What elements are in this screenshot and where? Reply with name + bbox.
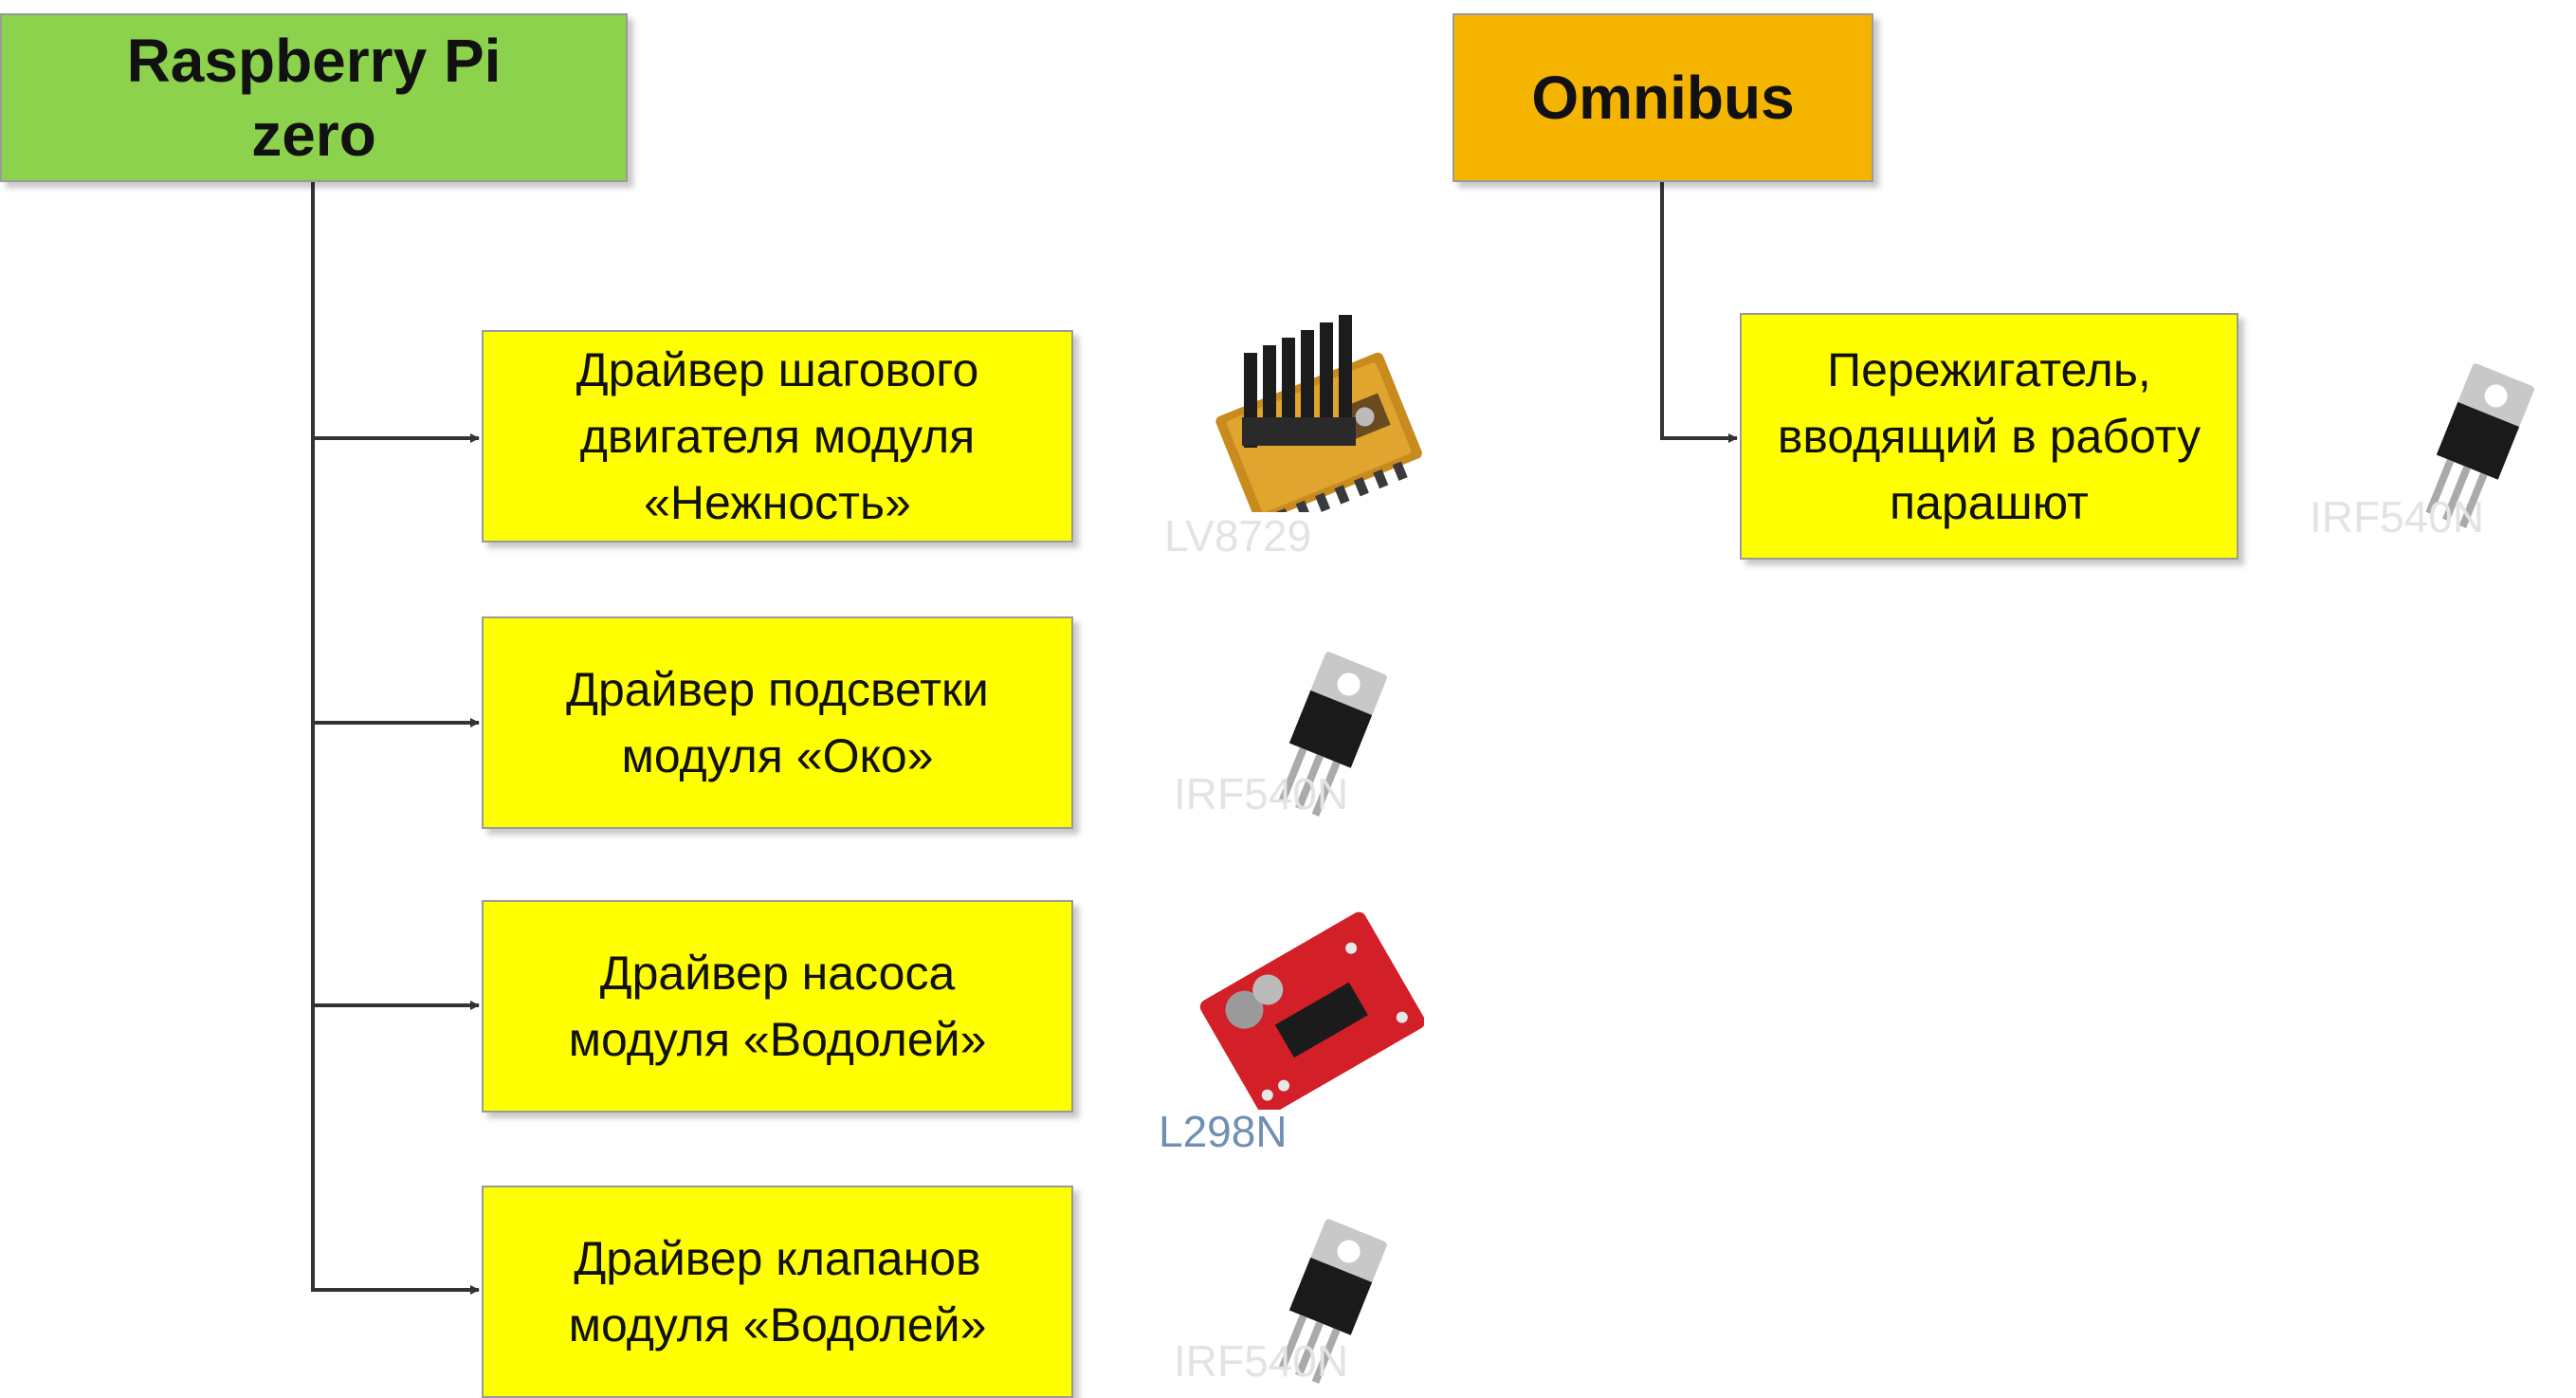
driver-label: Драйвер подсветки модуля «Око» bbox=[566, 663, 989, 782]
driver-box-burner: Пережигатель, вводящий в работу парашют bbox=[1740, 313, 2238, 560]
driver-box-pump: Драйвер насоса модуля «Водолей» bbox=[482, 900, 1073, 1113]
driver-label: Драйвер насоса модуля «Водолей» bbox=[568, 947, 987, 1066]
motor-driver-board-icon bbox=[1199, 911, 1424, 1110]
component-label-irf540n: IRF540N bbox=[2310, 492, 2485, 542]
driver-label: Драйвер шагового двигателя модуля «Нежно… bbox=[575, 343, 979, 529]
connector-arrow-5 bbox=[1660, 182, 1738, 443]
component-label-lv8729: LV8729 bbox=[1164, 511, 1312, 561]
driver-box-valves: Драйвер клапанов модуля «Водолей» bbox=[482, 1186, 1073, 1398]
driver-box-stepper: Драйвер шагового двигателя модуля «Нежно… bbox=[482, 330, 1073, 543]
raspberry-pi-zero-title: Raspberry Pi zero bbox=[126, 27, 502, 169]
stepper-driver-board-icon bbox=[1215, 315, 1422, 512]
component-label-l298n: L298N bbox=[1159, 1107, 1288, 1156]
driver-box-backlight: Драйвер подсветки модуля «Око» bbox=[482, 616, 1073, 829]
to220-transistor-icon bbox=[1278, 1219, 1387, 1384]
omnibus-title: Omnibus bbox=[1531, 64, 1795, 132]
to220-transistor-icon bbox=[2425, 363, 2534, 528]
driver-label: Пережигатель, вводящий в работу парашют bbox=[1777, 343, 2201, 529]
component-label-irf540n: IRF540N bbox=[1174, 769, 1349, 819]
to220-transistor-icon bbox=[1278, 652, 1387, 817]
raspberry-pi-zero-box: Raspberry Pi zero bbox=[0, 13, 628, 182]
omnibus-box: Omnibus bbox=[1452, 13, 1873, 182]
driver-label: Драйвер клапанов модуля «Водолей» bbox=[568, 1232, 987, 1352]
component-label-irf540n: IRF540N bbox=[1174, 1336, 1349, 1386]
